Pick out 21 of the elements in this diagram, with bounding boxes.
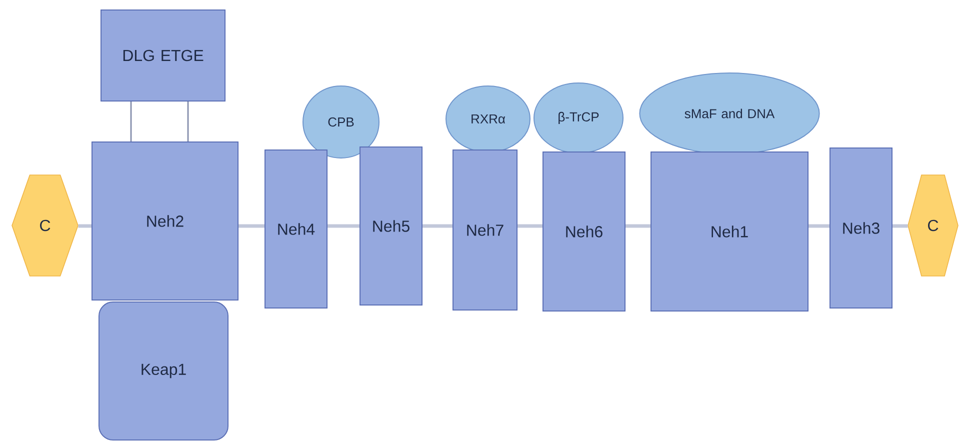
connector-line — [808, 224, 830, 228]
connector-line — [130, 102, 132, 142]
domain-box: Neh3 — [830, 148, 892, 308]
domain-box: Neh4 — [264, 150, 328, 308]
connector-line — [518, 224, 542, 228]
terminal-hexagon: C — [908, 174, 958, 276]
connector-line — [422, 224, 452, 228]
domain-box: Neh1 — [650, 152, 808, 312]
connector-line — [626, 224, 650, 228]
connector-line — [238, 224, 264, 228]
domain-box: Neh7 — [452, 150, 518, 310]
protein-box: Keap1 — [98, 302, 228, 440]
domain-box: Neh5 — [360, 146, 422, 306]
domain-box: DLG ETGE — [100, 10, 226, 102]
connector-line — [892, 224, 908, 228]
terminal-hexagon: C — [12, 174, 78, 276]
domain-box: Neh2 — [92, 142, 238, 300]
connector-line — [328, 224, 360, 228]
connector-line — [187, 102, 189, 142]
connector-line — [78, 224, 92, 228]
domain-box: Neh6 — [542, 152, 626, 312]
